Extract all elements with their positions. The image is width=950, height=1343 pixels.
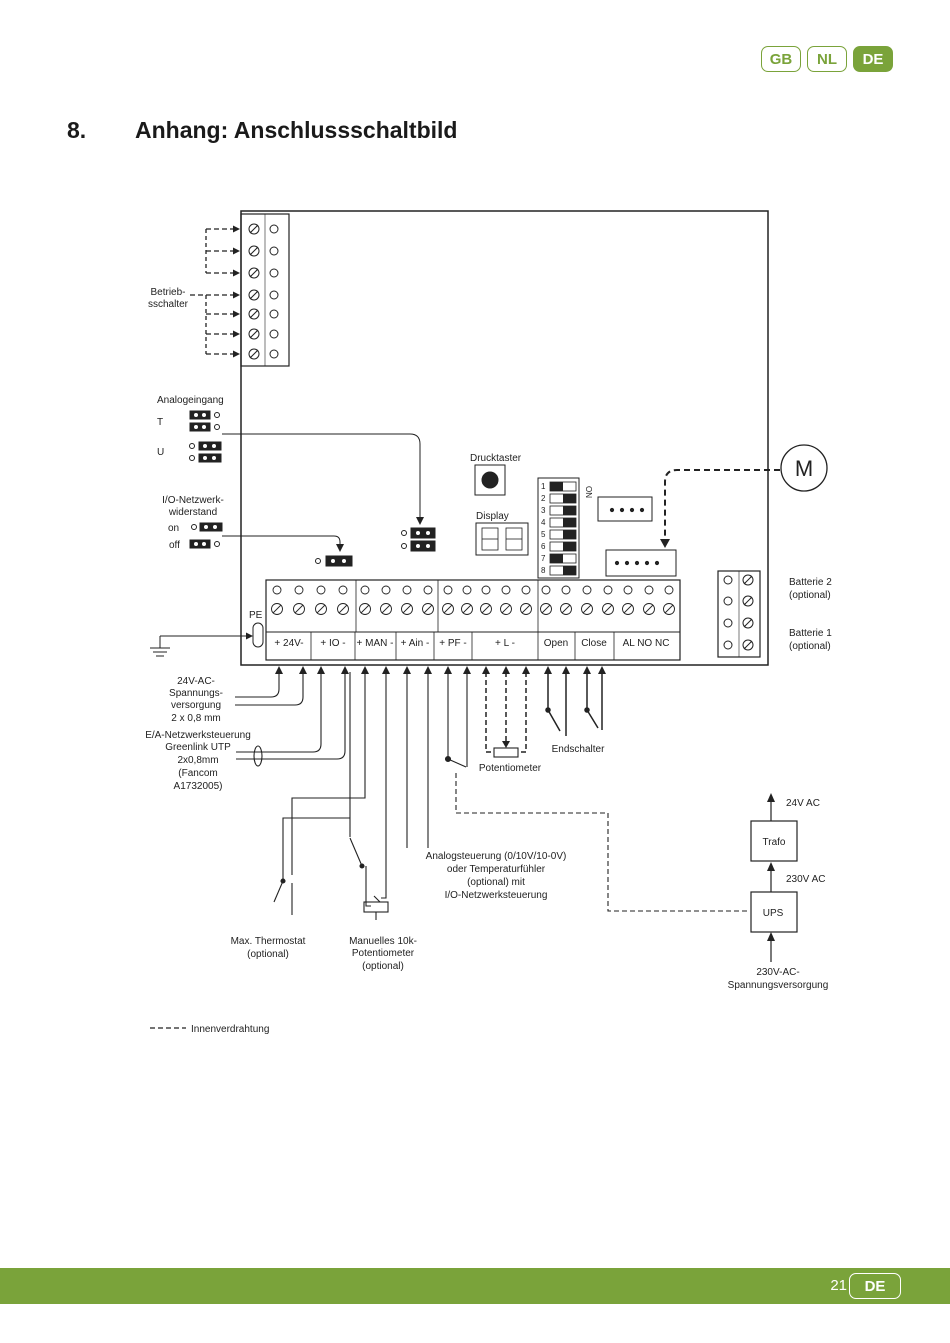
label-trafo: Trafo [763,837,786,848]
board-jumpers [315,527,436,567]
label-mains-2: Spannungsversorgung [728,980,829,991]
network-wiring [236,666,349,767]
label-endschalter: Endschalter [552,744,605,755]
lang-tab-de[interactable]: DE [853,46,893,72]
dip-number-7: 7 [541,554,546,563]
operating-switch-wiring [190,225,240,358]
footer-language-tab: DE [849,1273,901,1299]
label-io-1: I/O-Netzwerk- [162,495,224,506]
terminal-label-24v: + 24V- [274,638,303,649]
jumper-analog-t [189,410,220,432]
terminal-label-man: + MAN - [357,638,394,649]
position-potentiometer-wiring [482,666,530,758]
motor-symbol [780,444,828,492]
label-manpot-3: (optional) [362,961,404,972]
page-number: 21 [830,1277,847,1294]
terminal-label-close: Close [581,638,607,649]
power-supply-chain [750,793,798,962]
label-thermo-2: (optional) [247,949,289,960]
label-net-2: Greenlink UTP [165,742,231,753]
label-net-5: A1732005) [174,781,223,792]
dip-on-label: ON [584,486,593,498]
label-batterie1-2: (optional) [789,641,831,652]
analog-input-wiring [403,666,432,848]
dip-number-1: 1 [541,482,546,491]
terminal-label-pf: + PF - [439,638,467,649]
connector-motor [605,549,677,577]
lang-tab-gb[interactable]: GB [761,46,801,72]
manual-control-wiring [273,666,390,920]
supply-wiring [235,666,307,706]
lang-tab-nl[interactable]: NL [807,46,847,72]
dip-number-2: 2 [541,494,546,503]
jumper-io-resistor [189,522,223,549]
dip-number-6: 6 [541,542,546,551]
label-manpot-2: Potentiometer [352,948,415,959]
label-batterie2-2: (optional) [789,590,831,601]
label-u: U [157,447,164,458]
label-batterie2-1: Batterie 2 [789,577,832,588]
label-manpot-1: Manuelles 10k- [349,936,417,947]
label-ups: UPS [763,908,784,919]
label-drucktaster: Drucktaster [470,453,522,464]
label-analog-4: I/O-Netzwerksteuerung [445,890,548,901]
label-batterie1-1: Batterie 1 [789,628,832,639]
motor-label: M [795,456,813,481]
terminal-label-ain: + Ain - [401,638,430,649]
pe-terminal [252,622,264,648]
section-number: 8. [67,117,87,143]
label-net-1: E/A-Netzwerksteuerung [145,730,251,741]
label-analog-1: Analogsteuerung (0/10V/10-0V) [426,851,567,862]
section-title: Anhang: Anschlussschaltbild [135,117,458,143]
jumper-analog-u [189,441,222,463]
legend: Innenverdrahtung [150,1024,269,1035]
main-terminal-strip: + 24V- + IO - + MAN - + Ain - + PF - + L… [265,579,681,661]
label-net-4: (Fancom [178,768,217,779]
terminal-label-l: + L - [495,638,515,649]
terminal-label-io: + IO - [320,638,345,649]
limit-switch-wiring [544,666,606,736]
dip-number-8: 8 [541,566,546,575]
label-24v-ac: 24V AC [786,798,820,809]
connector-upper [597,496,653,522]
control-board [240,210,769,666]
label-io-2: widerstand [168,507,217,518]
label-analog-2: oder Temperaturfühler [447,864,546,875]
battery-terminal-block [717,570,761,658]
label-230v-ac: 230V AC [786,874,825,885]
label-supply-2: Spannungs- [169,688,223,699]
label-mains-1: 230V-AC- [756,967,799,978]
label-net-3: 2x0,8mm [177,755,218,766]
label-analogeingang: Analogeingang [157,395,224,406]
terminal-label-open: Open [544,638,568,649]
language-selector: GB NL DE [761,46,893,72]
label-on: on [168,523,179,534]
label-analog-3: (optional) mit [467,877,525,888]
dip-number-4: 4 [541,518,546,527]
label-betrieb-1: Betrieb- [150,287,185,298]
label-t: T [157,417,163,428]
label-supply-1: 24V-AC- [177,676,215,687]
seven-segment-display [475,522,529,556]
label-supply-3: versorgung [171,700,221,711]
label-thermo-1: Max. Thermostat [231,936,306,947]
dip-number-3: 3 [541,506,546,515]
power-fail-wiring [444,666,748,912]
label-off: off [169,540,180,551]
terminal-label-alarm: AL NO NC [623,638,670,649]
ground-symbol [150,636,170,657]
label-display: Display [476,511,509,522]
dip-switch: 1 2 3 4 5 6 7 8 ON [537,477,593,579]
push-button [474,464,506,496]
legend-label: Innenverdrahtung [191,1024,269,1035]
label-pe: PE [249,610,263,621]
label-betrieb-2: sschalter [148,299,189,310]
operating-switch-terminal-block [240,213,290,367]
dip-number-5: 5 [541,530,546,539]
footer-bar: 21 DE [0,1268,950,1304]
label-potentiometer: Potentiometer [479,763,542,774]
wiring-diagram: Betrieb- sschalter Analogeingang T U I/O… [145,210,832,1035]
label-supply-4: 2 x 0,8 mm [171,713,220,724]
